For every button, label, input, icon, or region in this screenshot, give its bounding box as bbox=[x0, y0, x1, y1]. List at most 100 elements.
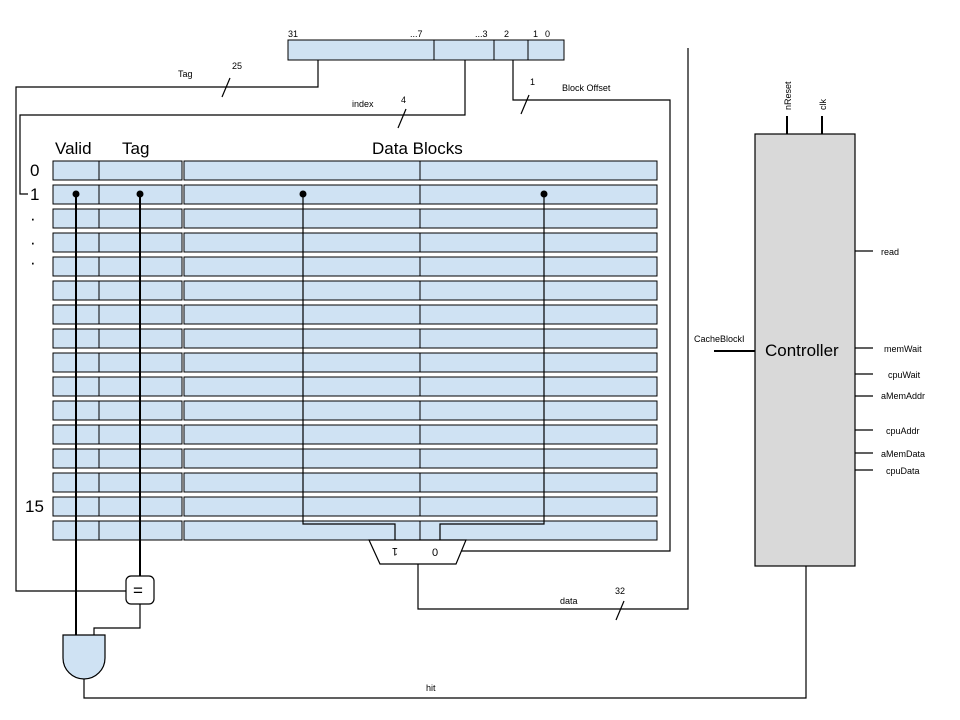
cache-row bbox=[52, 232, 658, 253]
bit-2-label: 2 bbox=[504, 29, 509, 39]
row-ellipsis-3: · bbox=[30, 253, 36, 272]
cache-row bbox=[52, 376, 658, 397]
data-block-1-cell bbox=[183, 424, 421, 445]
cache-row bbox=[52, 352, 658, 373]
valid-tag-read-wires bbox=[72, 190, 144, 635]
address-offset-field bbox=[493, 39, 529, 61]
cache-rows bbox=[52, 160, 658, 541]
cache-row bbox=[52, 208, 658, 229]
cache-row bbox=[52, 472, 658, 493]
data-block-0-cell bbox=[419, 328, 658, 349]
address-byte-field bbox=[527, 39, 565, 61]
data-width-label: 32 bbox=[615, 586, 625, 596]
data-block-0-cell bbox=[419, 424, 658, 445]
data-block-0-cell bbox=[419, 232, 658, 253]
data-block-0-cell bbox=[419, 304, 658, 325]
hit-wire-label: hit bbox=[426, 683, 436, 693]
offset-wire-label: Block Offset bbox=[562, 83, 611, 93]
comparator-symbol: = bbox=[133, 581, 143, 600]
row-label-15: 15 bbox=[25, 497, 44, 516]
data-output-wire: data 32 bbox=[417, 48, 689, 621]
controller-output-amemaddr: aMemAddr bbox=[881, 391, 925, 401]
data-block-0-cell bbox=[419, 280, 658, 301]
data-block-0-cell bbox=[419, 496, 658, 517]
cache-row bbox=[52, 280, 658, 301]
cache-row bbox=[52, 256, 658, 277]
data-block-1-cell bbox=[183, 208, 421, 229]
controller-output-read: read bbox=[881, 247, 899, 257]
bit-1-label: 1 bbox=[533, 29, 538, 39]
cache-row bbox=[52, 448, 658, 469]
controller-input-clk: clk bbox=[818, 99, 828, 110]
controller-output-memwait: memWait bbox=[884, 344, 922, 354]
data-block-0-cell bbox=[419, 184, 658, 205]
valid-cell bbox=[52, 160, 100, 181]
controller: Controller nReset clk CacheBlockI read m… bbox=[694, 81, 925, 567]
controller-box bbox=[754, 133, 856, 567]
offset-wire: 1 Block Offset bbox=[455, 60, 671, 552]
data-block-1-cell bbox=[183, 160, 421, 181]
data-wire-label: data bbox=[560, 596, 578, 606]
offset-width-label: 1 bbox=[530, 77, 535, 87]
cache-row bbox=[52, 184, 658, 205]
data-block-0-cell bbox=[419, 160, 658, 181]
data-block-1-cell bbox=[183, 472, 421, 493]
mux-input-1-label: 1 bbox=[392, 545, 398, 557]
row-ellipsis-1: · bbox=[30, 209, 36, 228]
tag-wire: Tag 25 bbox=[15, 60, 319, 592]
cache-row bbox=[52, 328, 658, 349]
row-label-0: 0 bbox=[30, 161, 39, 180]
valid-header: Valid bbox=[55, 139, 92, 158]
address-register: 31 ...7 ...3 2 1 0 bbox=[287, 29, 565, 61]
cache-row bbox=[52, 424, 658, 445]
tag-header: Tag bbox=[122, 139, 149, 158]
cache-row bbox=[52, 160, 658, 181]
data-block-1-cell bbox=[183, 304, 421, 325]
index-width-label: 4 bbox=[401, 95, 406, 105]
hit-and-gate: hit bbox=[62, 566, 807, 699]
tag-width-label: 25 bbox=[232, 61, 242, 71]
tag-wire-label: Tag bbox=[178, 69, 193, 79]
tag-comparator: = bbox=[93, 575, 155, 635]
cache-row bbox=[52, 496, 658, 517]
data-block-1-cell bbox=[183, 376, 421, 397]
data-block-0-cell bbox=[419, 520, 658, 541]
data-read-wires bbox=[299, 190, 548, 540]
data-block-1-cell bbox=[183, 448, 421, 469]
cache-row bbox=[52, 304, 658, 325]
data-block-0-cell bbox=[419, 472, 658, 493]
row-label-1: 1 bbox=[30, 185, 39, 204]
mux-input-0-label: 0 bbox=[432, 547, 438, 559]
bit-3-label: ...3 bbox=[475, 29, 488, 39]
tag-cell bbox=[98, 160, 183, 181]
data-block-0-cell bbox=[419, 352, 658, 373]
bit-7-label: ...7 bbox=[410, 29, 423, 39]
controller-output-cpuwait: cpuWait bbox=[888, 370, 921, 380]
data-block-1-cell bbox=[183, 256, 421, 277]
controller-title: Controller bbox=[765, 341, 839, 360]
data-block-0-cell bbox=[419, 448, 658, 469]
controller-output-cpuaddr: cpuAddr bbox=[886, 426, 920, 436]
data-block-1-cell bbox=[183, 496, 421, 517]
data-block-1-cell bbox=[183, 352, 421, 373]
controller-output-amemdata: aMemData bbox=[881, 449, 925, 459]
controller-input-cacheblock: CacheBlockI bbox=[694, 334, 745, 344]
data-block-0-cell bbox=[419, 376, 658, 397]
address-tag-field bbox=[287, 39, 435, 61]
controller-output-cpudata: cpuData bbox=[886, 466, 920, 476]
data-blocks-header: Data Blocks bbox=[372, 139, 463, 158]
bit-0-label: 0 bbox=[545, 29, 550, 39]
data-block-0-cell bbox=[419, 400, 658, 421]
data-block-1-cell bbox=[183, 400, 421, 421]
data-block-0-cell bbox=[419, 208, 658, 229]
address-index-field bbox=[433, 39, 495, 61]
data-block-1-cell bbox=[183, 328, 421, 349]
bit-31-label: 31 bbox=[288, 29, 298, 39]
index-wire: index 4 bbox=[19, 60, 466, 195]
data-block-1-cell bbox=[183, 280, 421, 301]
index-wire-label: index bbox=[352, 99, 374, 109]
cache-row bbox=[52, 400, 658, 421]
data-mux: 1 0 bbox=[368, 539, 467, 565]
data-block-0-cell bbox=[419, 256, 658, 277]
